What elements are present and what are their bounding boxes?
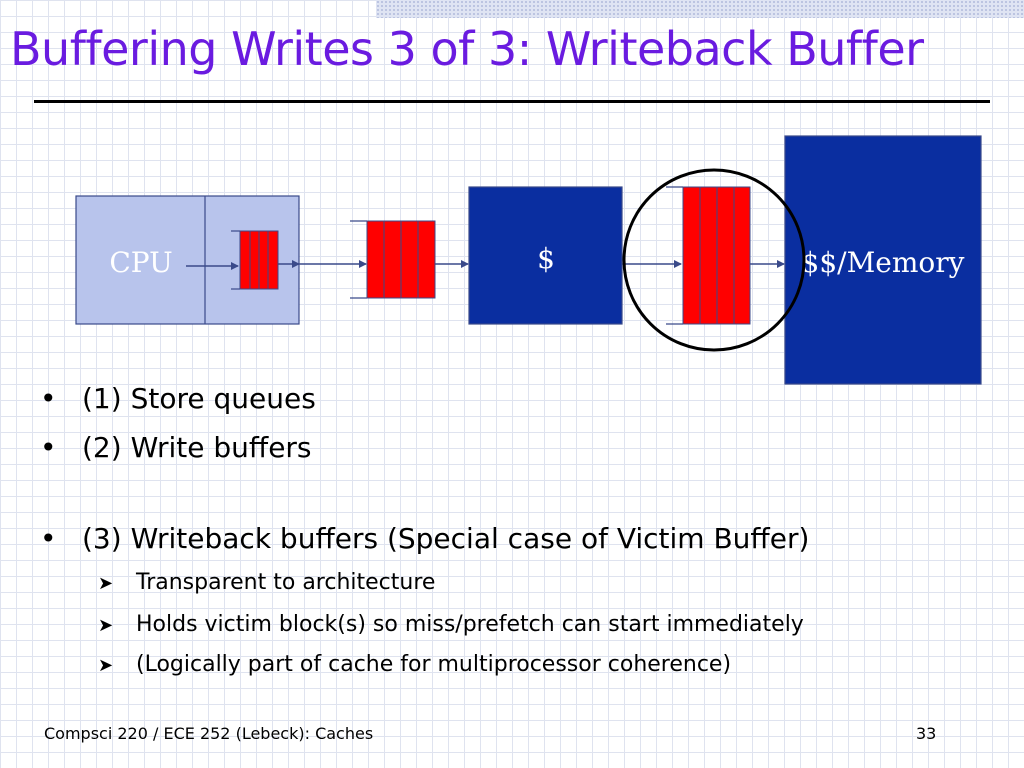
arrowhead-bullet-icon: ➤ <box>98 615 114 636</box>
cache-box: $ <box>468 186 623 325</box>
memory-label: $$/Memory <box>802 246 965 279</box>
writeback-buffer-diagram: CPU $ $$/Memory <box>75 135 982 385</box>
cpu-label: CPU <box>109 246 172 279</box>
bullet-item: •(2) Write buffers <box>40 431 312 464</box>
title-rule <box>34 100 990 103</box>
writeback-buffer <box>666 186 751 325</box>
bullet-dot: • <box>40 522 57 555</box>
corner-pattern <box>376 0 1024 18</box>
bullet-dot: • <box>40 382 57 415</box>
page-number: 33 <box>916 724 937 743</box>
footer-course: Compsci 220 / ECE 252 (Lebeck): Caches <box>44 724 374 743</box>
slide-title: Buffering Writes 3 of 3: Writeback Buffe… <box>10 22 924 76</box>
bullet-item: •(1) Store queues <box>40 382 316 415</box>
bullet-dot: • <box>40 431 57 464</box>
arrowhead-bullet-icon: ➤ <box>98 655 114 676</box>
memory-box: $$/Memory <box>784 135 982 385</box>
highlight-circle <box>622 168 806 352</box>
sub-bullet-item: ➤Holds victim block(s) so miss/prefetch … <box>98 612 804 637</box>
arrowhead-bullet-icon: ➤ <box>98 573 114 594</box>
store-queue <box>231 230 279 290</box>
write-buffer <box>350 220 436 299</box>
sub-bullet-item: ➤(Logically part of cache for multiproce… <box>98 652 732 677</box>
bullet-item: •(3) Writeback buffers (Special case of … <box>40 522 810 555</box>
sub-bullet-item: ➤Transparent to architecture <box>98 570 436 595</box>
cache-label: $ <box>537 242 555 275</box>
